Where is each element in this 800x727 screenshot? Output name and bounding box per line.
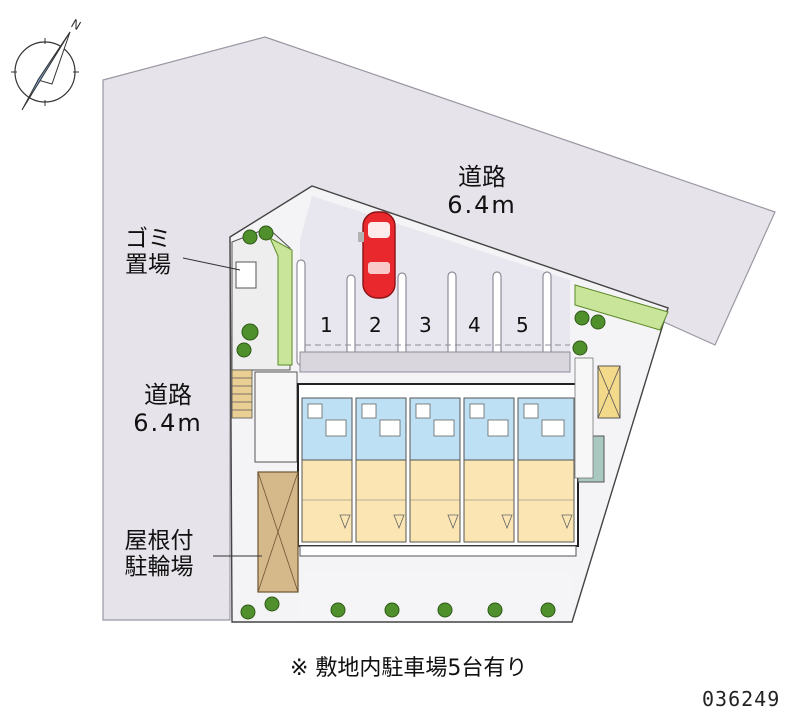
trees-bottom	[240, 596, 556, 620]
compass-north-label: N	[69, 16, 84, 33]
parking-space-5: 5	[516, 313, 529, 337]
road-north-label: 道路 6.4m	[436, 163, 528, 219]
entrance-corridor	[254, 371, 298, 463]
parking-dividers	[296, 259, 552, 366]
garbage-box	[235, 261, 257, 289]
bike-parking-label: 屋根付 駐輪場	[106, 528, 212, 581]
equipment-cross	[597, 365, 621, 419]
garbage-label-line1: ゴミ	[125, 226, 171, 252]
road-north-name: 道路	[458, 163, 506, 191]
trees-left	[236, 225, 274, 358]
garden-bottom	[300, 572, 572, 620]
unit-1	[301, 397, 353, 543]
unit-3	[409, 397, 461, 543]
parking-space-1: 1	[320, 313, 333, 337]
parking-note: ※ 敷地内駐車場5台有り	[290, 656, 528, 681]
road-west-width: 6.4m	[133, 408, 203, 437]
garbage-label-line2: 置場	[125, 252, 171, 279]
bike-shed-cross	[257, 471, 299, 593]
balcony	[299, 545, 577, 557]
parking-space-2: 2	[369, 313, 382, 337]
apartment-units	[301, 397, 575, 543]
property-code: 036249	[702, 687, 781, 711]
unit-5	[517, 397, 575, 543]
garbage-label: ゴミ 置場	[112, 226, 184, 279]
car-icon	[358, 211, 396, 299]
parking-space-4: 4	[468, 313, 481, 337]
road-north-width: 6.4m	[447, 190, 517, 219]
hedge-left	[268, 236, 293, 366]
walkway	[299, 351, 571, 373]
road-west-name: 道路	[144, 381, 192, 409]
side-path	[574, 357, 594, 479]
bike-parking-label-line1: 屋根付	[124, 528, 194, 554]
hedge-right	[574, 284, 669, 331]
garbage-leader-line	[182, 257, 241, 271]
unit-4	[463, 397, 515, 543]
parking-space-3: 3	[419, 313, 432, 337]
unit-2	[355, 397, 407, 543]
bike-parking-label-line2: 駐輪場	[124, 554, 194, 581]
compass-icon	[11, 31, 79, 111]
trees-right	[572, 310, 606, 356]
road-west-label: 道路 6.4m	[118, 381, 218, 437]
